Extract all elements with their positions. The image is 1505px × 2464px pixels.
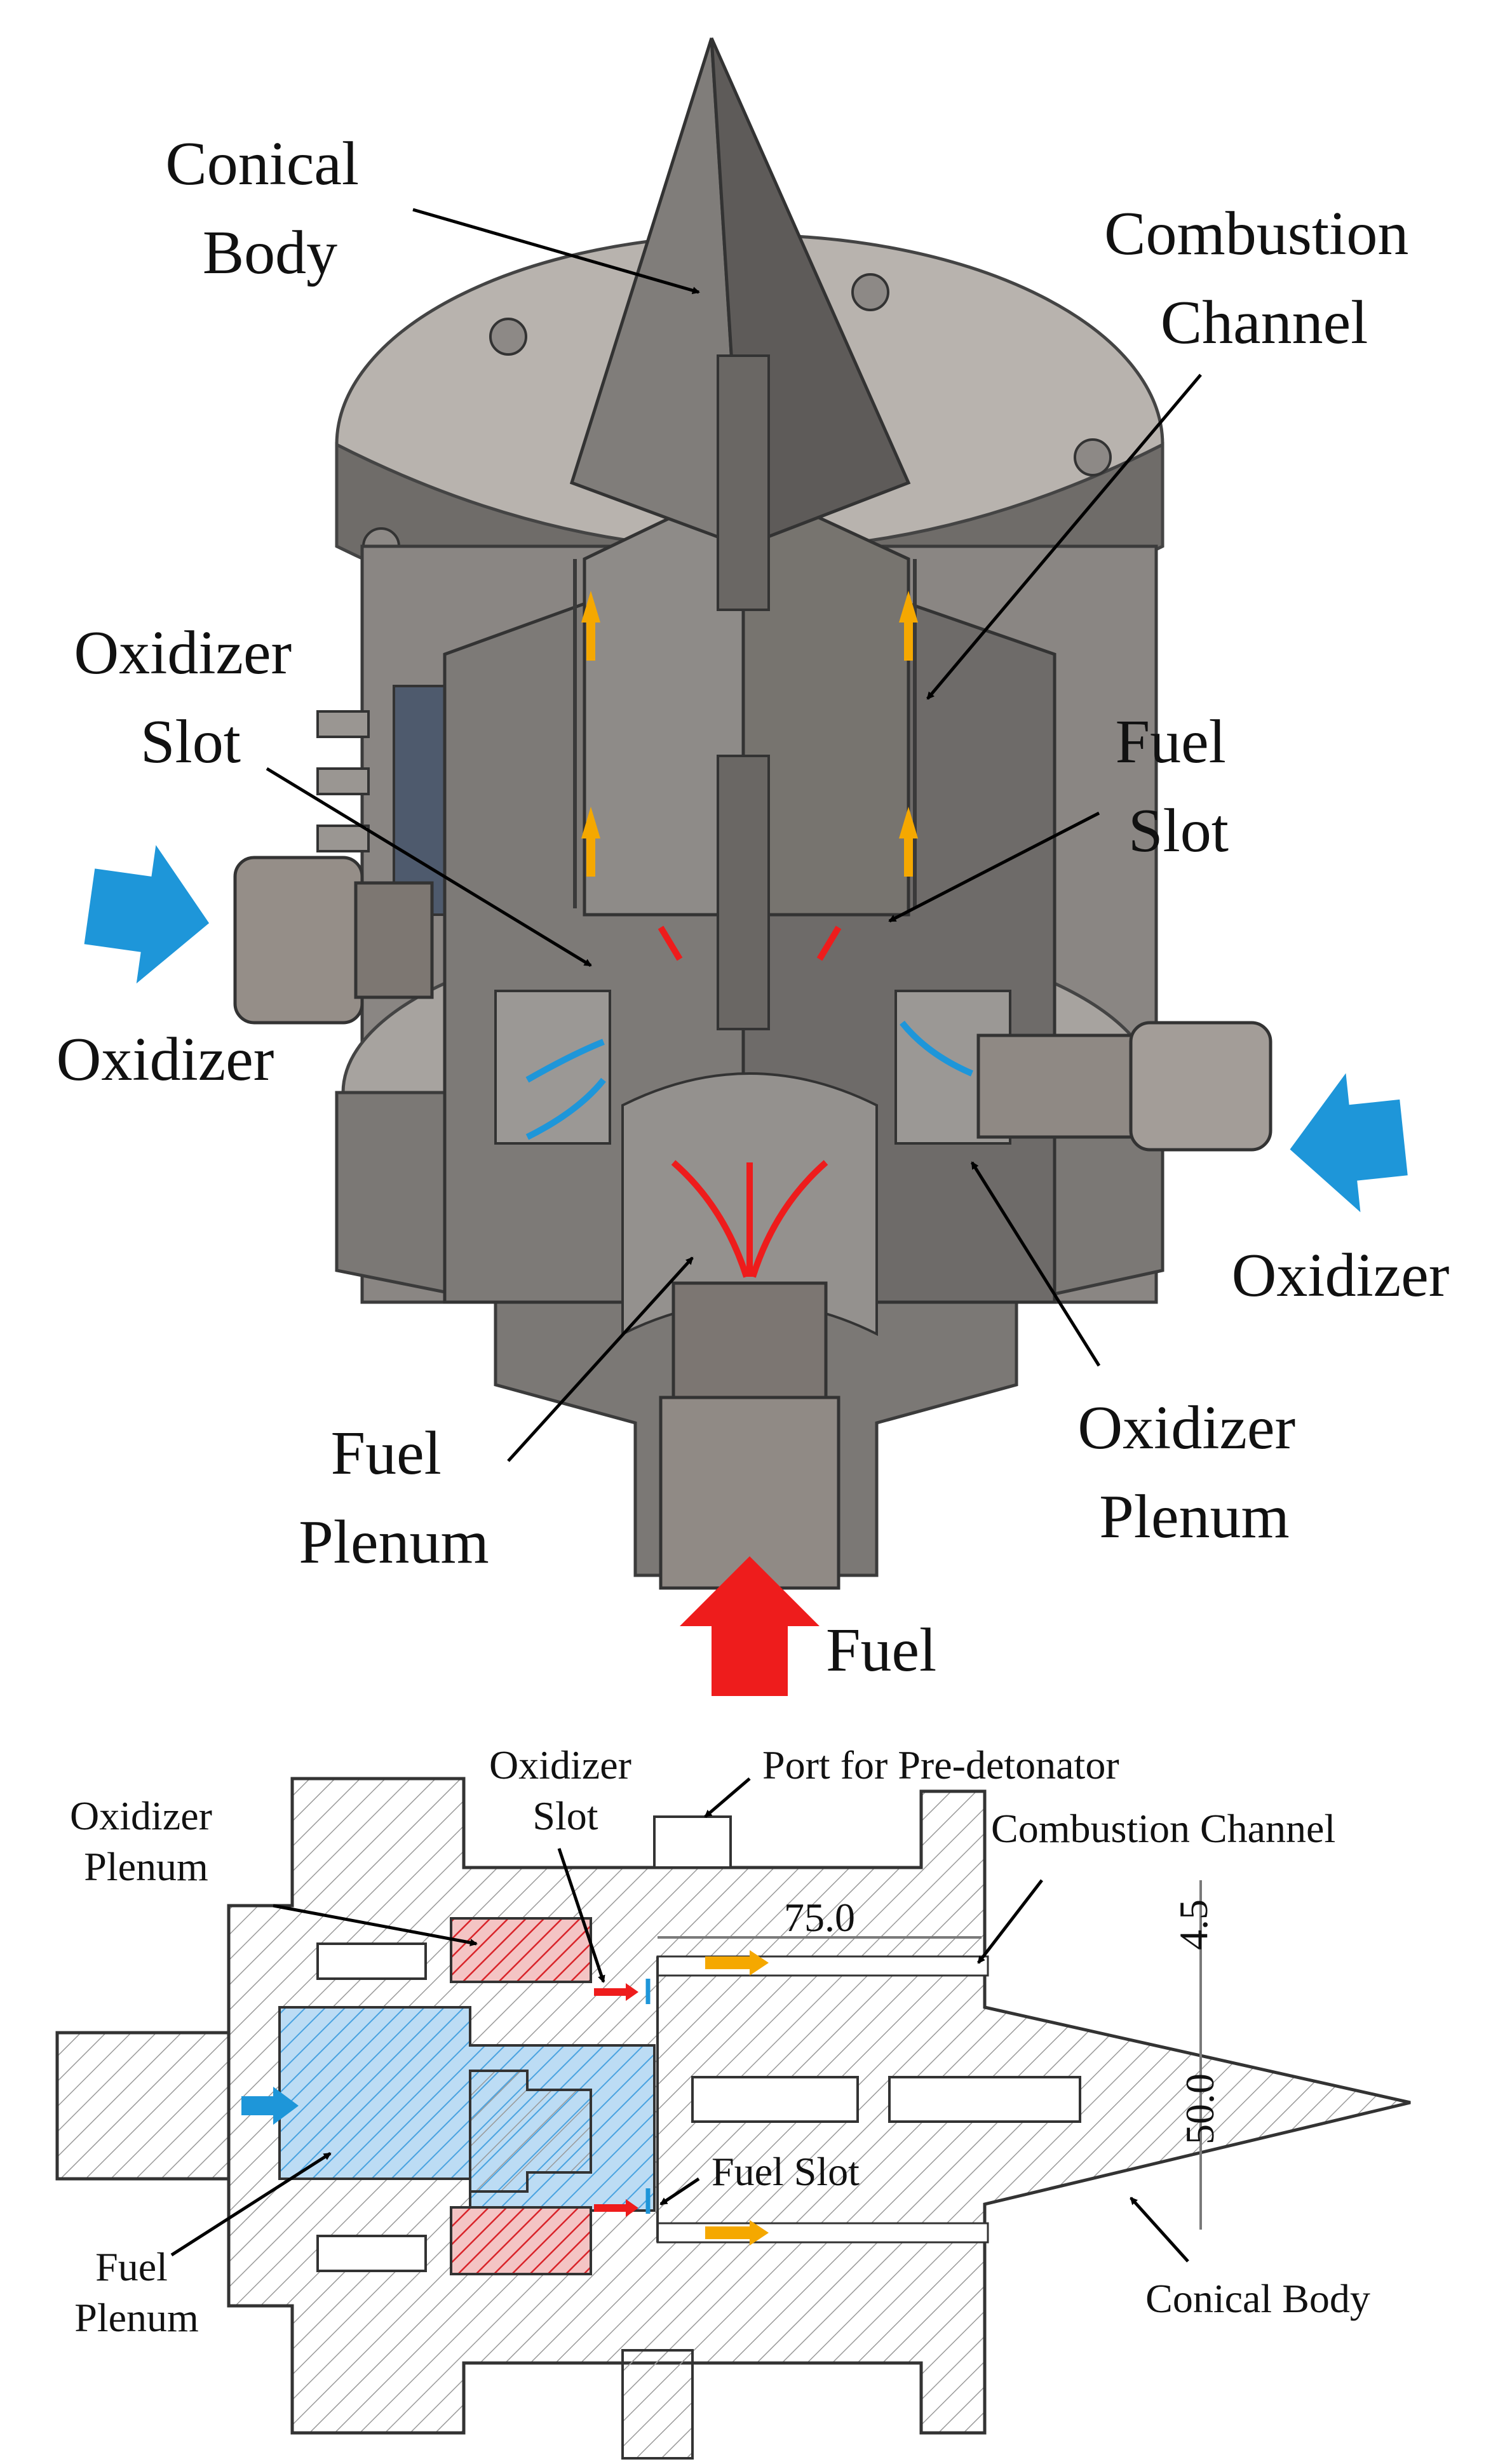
leader-conical-body <box>412 208 700 294</box>
section-ox-flow-upper <box>594 1983 638 2001</box>
sec-leader-conical-body <box>1130 2197 1189 2263</box>
oxidizer-flow-arrows <box>525 1020 973 1140</box>
label-fuel-slot: Fuel Slot <box>1116 708 1242 865</box>
section-oxidizer-plenum-upper <box>450 1917 592 1983</box>
sec-label-conical-body: Conical Body <box>1145 2276 1370 2321</box>
fuel-flow-arrows <box>658 926 842 1278</box>
flange-bolt-hole <box>489 318 527 356</box>
bottom-fuel-fitting <box>659 1281 840 1590</box>
section-rod <box>888 2076 1081 2123</box>
sec-label-port: Port for Pre-detonator <box>762 1742 1119 1787</box>
sec-leader-port <box>704 1777 751 1818</box>
oxidizer-plenum-left <box>494 990 611 1145</box>
section-flow-lower <box>705 2220 769 2245</box>
sec-label-combustion-channel: Combustion Channel <box>991 1806 1335 1851</box>
fuel-inlet-arrow <box>680 1556 820 1696</box>
side-bolt <box>316 825 370 852</box>
side-window <box>393 685 446 916</box>
leader-oxidizer-slot <box>266 767 592 967</box>
dim-channel-length: 75.0 <box>784 1895 855 1940</box>
sec-label-oxidizer-slot: Oxidizer Slot <box>489 1742 642 1838</box>
sec-leader-fuel-slot <box>659 2177 700 2206</box>
dim-diameter: 50.0 <box>1177 2073 1222 2144</box>
label-oxidizer-slot: Oxidizer Slot <box>74 619 307 776</box>
central-rod-upper <box>717 354 770 611</box>
flange-bolt-hole <box>851 273 889 311</box>
label-combustion-channel: Combustion Channel <box>1104 199 1424 357</box>
section-flow-upper <box>705 1950 769 1976</box>
section-fuel-fitting <box>55 2031 231 2181</box>
leader-combustion-channel <box>926 374 1202 700</box>
section-bolt <box>316 1942 427 1980</box>
leader-fuel-slot <box>888 811 1100 923</box>
oxidizer-inlet-arrow-right <box>1290 1073 1408 1213</box>
section-lower-fitting <box>621 2349 694 2460</box>
flange-bolt-hole <box>1074 438 1112 476</box>
combustion-flow-arrows <box>581 591 918 877</box>
label-conical-body: Conical Body <box>165 130 374 287</box>
label-oxidizer-right: Oxidizer <box>1232 1241 1450 1310</box>
leader-fuel-plenum <box>507 1256 694 1462</box>
section-oxidizer-plenum-lower <box>450 2206 592 2275</box>
sec-label-fuel-plenum: Fuel Plenum <box>74 2244 199 2340</box>
sec-label-fuel-slot: Fuel Slot <box>712 2149 860 2194</box>
oxidizer-inlet-arrow-left <box>84 845 210 984</box>
label-oxidizer-plenum: Oxidizer Plenum <box>1077 1394 1311 1551</box>
left-oxidizer-fitting <box>233 856 434 1025</box>
sec-leader-oxidizer-plenum <box>273 1904 478 1947</box>
section-fuel-inlet-arrow <box>241 2087 299 2125</box>
section-rod <box>691 2076 859 2123</box>
cross-section-view: 75.0 4.5 50.0 Oxidizer Slot Port for Pre… <box>55 1742 1411 2460</box>
section-port-fitting <box>653 1815 732 1869</box>
right-oxidizer-fitting <box>976 1021 1272 1152</box>
section-bolt <box>316 2235 427 2272</box>
side-bolt <box>316 710 370 738</box>
side-bolt <box>316 767 370 795</box>
dim-channel-width: 4.5 <box>1171 1899 1216 1950</box>
sec-leader-fuel-plenum <box>170 2151 332 2257</box>
sec-leader-oxidizer-slot <box>557 1848 605 1983</box>
central-rod-lower <box>717 755 770 1030</box>
sec-leader-combustion-channel <box>977 1879 1043 1964</box>
section-center-pocket <box>469 2070 592 2193</box>
label-fuel-plenum: Fuel Plenum <box>299 1419 489 1577</box>
leader-oxidizer-plenum <box>970 1161 1101 1367</box>
isometric-cutaway: Conical Body Combustion Channel Oxidizer… <box>57 37 1450 1696</box>
section-ox-flow-lower <box>594 2199 638 2217</box>
label-oxidizer-left: Oxidizer <box>57 1025 274 1094</box>
label-fuel: Fuel <box>826 1616 936 1685</box>
sec-label-oxidizer-plenum: Oxidizer Plenum <box>70 1793 222 1889</box>
